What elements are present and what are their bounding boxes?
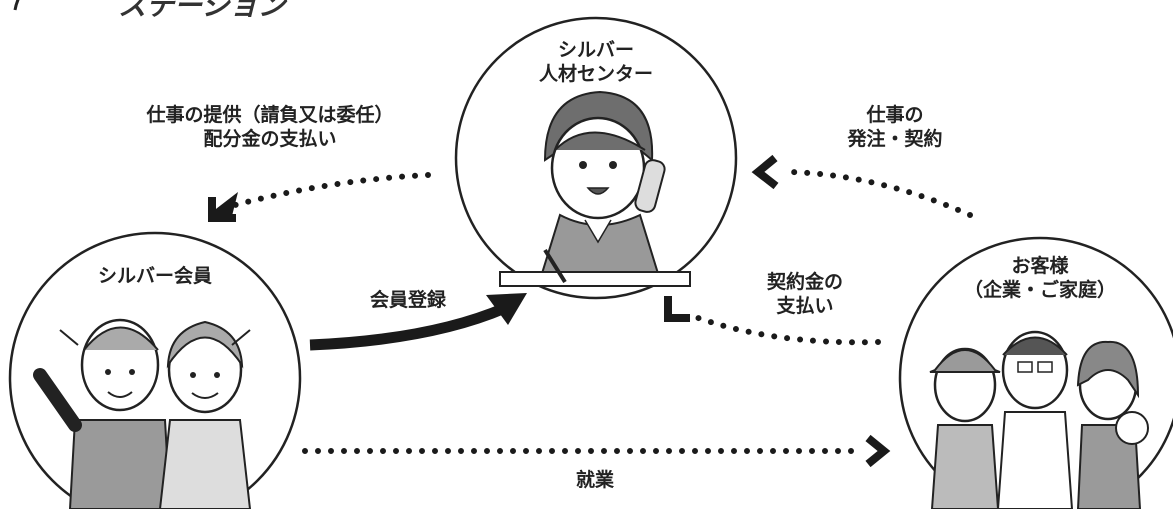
arrow-center-to-members <box>208 172 431 222</box>
center-node-label: シルバー 人材センター <box>538 39 653 85</box>
header-partial-title: ステーション <box>118 0 286 22</box>
edge-label-registration: 会員登録 <box>369 289 446 311</box>
arrow-members-to-customers <box>302 434 891 468</box>
members-illustration <box>33 318 252 509</box>
header-circle-fragment <box>13 0 20 11</box>
customers-node-label: お客様 （企業・ご家庭） <box>963 255 1116 301</box>
customers-illustration <box>929 330 1149 509</box>
edge-label-contract-payment: 契約金の 支払い <box>766 271 843 317</box>
edge-label-order-contract: 仕事の 発注・契約 <box>847 104 943 150</box>
arrow-customers-to-center-payment <box>664 296 881 346</box>
staff-illustration <box>499 90 691 287</box>
arrow-customers-to-center-order <box>751 154 973 218</box>
edge-label-employment: 就業 <box>575 469 614 491</box>
edge-label-work-provision: 仕事の提供（請負又は委任） 配分金の支払い <box>146 104 394 150</box>
arrow-members-to-center <box>309 293 527 351</box>
members-node-label: シルバー会員 <box>97 265 212 287</box>
